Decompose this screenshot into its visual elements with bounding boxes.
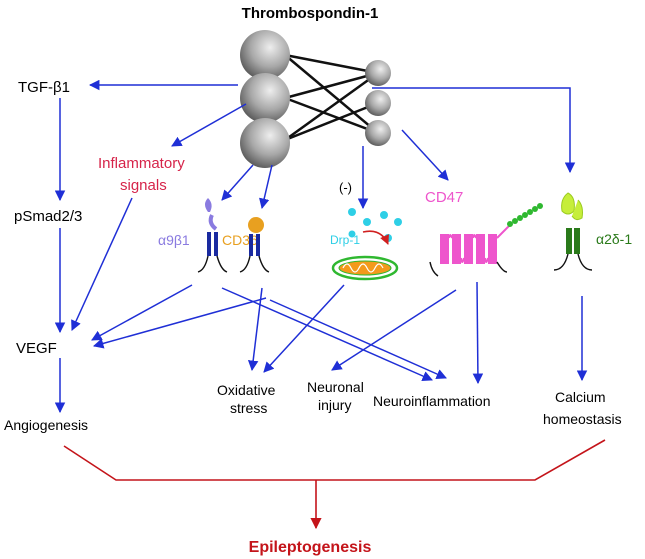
cd47-receptor-icon xyxy=(429,203,543,277)
sphere-small-2 xyxy=(365,90,391,116)
label-vegf: VEGF xyxy=(16,340,57,357)
arrow-mito-to-oxidative xyxy=(263,284,345,373)
label-drp1: Drp-1 xyxy=(330,233,360,247)
arrow-cd36-to-vegf xyxy=(92,297,267,349)
label-psmad: pSmad2/3 xyxy=(14,208,82,225)
label-a9b1: α9β1 xyxy=(158,232,190,248)
drp1-mitochondrion-icon xyxy=(331,208,402,281)
label-neuronal-line2: injury xyxy=(318,397,351,413)
cd36-receptor-icon xyxy=(239,217,270,273)
epileptogenesis-convergence xyxy=(63,439,606,530)
sphere-small-1 xyxy=(365,60,391,86)
label-a2d1: α2δ-1 xyxy=(596,231,632,247)
label-calcium-line2: homeostasis xyxy=(543,411,622,427)
arrow-cd47-to-neuronal xyxy=(331,289,457,371)
label-neg: (-) xyxy=(339,180,352,195)
label-calcium-line1: Calcium xyxy=(555,389,606,405)
diagram-title: Thrombospondin-1 xyxy=(242,5,379,22)
label-inflammatory-line1: Inflammatory xyxy=(98,155,185,172)
sphere-large-2 xyxy=(240,73,290,123)
arrow-cd47-to-neuroinflammation xyxy=(472,281,484,385)
label-angiogenesis: Angiogenesis xyxy=(4,417,88,433)
arrow-tsp-to-cd36 xyxy=(259,164,273,210)
label-inflammatory-line2: signals xyxy=(120,177,167,194)
sphere-large-3 xyxy=(240,118,290,168)
arrow-tsp-to-cd47 xyxy=(401,129,449,181)
arrow-cd36-to-neuroinflammation xyxy=(269,299,447,379)
label-neuronal-line1: Neuronal xyxy=(307,379,364,395)
label-neuroinflammation: Neuroinflammation xyxy=(373,393,491,409)
label-cd47: CD47 xyxy=(425,189,463,206)
arrow-a9b1-to-vegf xyxy=(91,284,193,341)
sphere-small-3 xyxy=(365,120,391,146)
thrombospondin-protein xyxy=(240,30,391,168)
arrow-inflammatory-to-vegf xyxy=(71,197,133,331)
a9b1-receptor-icon xyxy=(197,198,228,273)
a2d1-receptor-icon xyxy=(553,192,593,271)
arrow-a9b1-to-neuroinflammation xyxy=(221,287,433,382)
arrow-cd36-to-oxidative xyxy=(247,287,263,372)
arrow-tsp-to-inflammatory xyxy=(171,103,247,147)
arrow-tsp-to-a9b1 xyxy=(221,164,254,201)
label-oxidative-line1: Oxidative xyxy=(217,382,276,398)
label-oxidative-line2: stress xyxy=(230,400,267,416)
sphere-large-1 xyxy=(240,30,290,80)
blue-arrows xyxy=(54,79,588,414)
label-epileptogenesis: Epileptogenesis xyxy=(249,539,372,556)
label-tgf: TGF-β1 xyxy=(18,79,70,96)
arrow-tsp-to-a2d1 xyxy=(372,87,576,174)
